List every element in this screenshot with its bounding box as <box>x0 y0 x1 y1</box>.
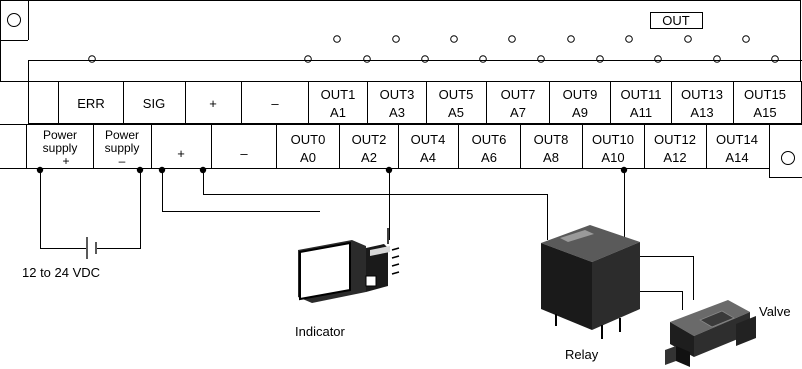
terminal-sublabel: A10 <box>601 150 624 165</box>
led-icon <box>654 55 662 63</box>
terminal-polarity: – <box>119 154 126 168</box>
terminal-sublabel: A3 <box>389 105 405 120</box>
valve-wire <box>636 256 694 300</box>
terminal-sublabel: A12 <box>663 150 686 165</box>
valve-icon <box>665 300 756 367</box>
terminal-sublabel: A11 <box>630 105 652 120</box>
valve-label: Valve <box>759 304 791 319</box>
led-icon <box>479 55 487 63</box>
relay-label: Relay <box>565 347 599 362</box>
led-icon <box>508 35 516 43</box>
terminal-sublabel: A14 <box>725 150 748 165</box>
wires <box>36 166 694 310</box>
led-icon <box>421 55 429 63</box>
led-icon <box>88 55 96 63</box>
terminal-sublabel: A13 <box>690 105 713 120</box>
supply-wire <box>97 170 141 249</box>
terminal-row-lower: Power supply + Power supply – + – OUT0 A… <box>0 124 802 178</box>
terminal-label: OUT9 <box>563 87 598 102</box>
terminal-sublabel: A5 <box>448 105 464 120</box>
valve-wire <box>620 291 683 310</box>
terminal-label: SIG <box>143 96 165 111</box>
terminal-label: OUT1 <box>321 87 356 102</box>
terminal-label: OUT7 <box>501 87 536 102</box>
led-icon <box>450 35 458 43</box>
terminal-label: + <box>209 96 217 111</box>
terminal-label: OUT10 <box>592 132 634 147</box>
terminal-sublabel: A8 <box>543 150 559 165</box>
terminal-sublabel: A6 <box>481 150 497 165</box>
led-icon <box>363 55 371 63</box>
terminal-label: OUT4 <box>411 132 446 147</box>
terminal-sublabel: A1 <box>330 105 346 120</box>
led-icon <box>304 55 312 63</box>
led-icon <box>713 55 721 63</box>
led-row-lower <box>88 55 779 63</box>
relay-wire <box>162 170 320 212</box>
mounting-hole-icon <box>7 13 21 27</box>
supply-wire <box>40 170 86 249</box>
terminal-label: + <box>177 146 185 161</box>
indicator-icon <box>298 228 400 303</box>
out-indicator-box <box>650 12 703 29</box>
terminal-polarity: + <box>62 154 69 168</box>
relay-wire <box>203 170 548 240</box>
terminal-label: OUT14 <box>716 132 758 147</box>
out-indicator-label: OUT <box>662 13 690 28</box>
terminal-sublabel: supply <box>105 141 140 155</box>
led-icon <box>596 55 604 63</box>
led-icon <box>567 35 575 43</box>
led-panel: OUT <box>0 0 802 82</box>
terminal-label: Power <box>43 128 77 142</box>
led-icon <box>742 35 750 43</box>
led-icon <box>684 35 692 43</box>
terminal-label: OUT12 <box>654 132 696 147</box>
terminal-label: OUT2 <box>352 132 387 147</box>
mounting-hole-icon <box>781 151 795 165</box>
terminal-label: OUT15 <box>744 87 786 102</box>
terminal-sublabel: A0 <box>300 150 316 165</box>
supply-voltage-label: 12 to 24 VDC <box>22 265 100 280</box>
indicator-label: Indicator <box>295 324 346 339</box>
terminal-label: Power <box>105 128 139 142</box>
terminal-label: OUT0 <box>291 132 326 147</box>
led-row-upper <box>333 35 750 43</box>
terminal-row-upper: ERR SIG + – OUT1 A1 OUT3 A3 OUT5 A5 OUT7… <box>28 81 802 124</box>
terminal-label: OUT5 <box>439 87 474 102</box>
led-icon <box>392 35 400 43</box>
terminal-label: – <box>240 146 248 161</box>
terminal-label: OUT6 <box>472 132 507 147</box>
terminal-sublabel: A15 <box>753 105 776 120</box>
terminal-label: OUT8 <box>534 132 569 147</box>
terminal-sublabel: A2 <box>361 150 377 165</box>
led-icon <box>625 35 633 43</box>
relay-icon <box>541 225 640 339</box>
terminal-label: OUT11 <box>621 87 662 102</box>
terminal-sublabel: A9 <box>572 105 588 120</box>
terminal-label: – <box>271 96 279 111</box>
terminal-sublabel: A7 <box>510 105 526 120</box>
led-icon <box>537 55 545 63</box>
led-icon <box>333 35 341 43</box>
terminal-label: ERR <box>77 96 104 111</box>
terminal-label: OUT3 <box>380 87 415 102</box>
terminal-label: OUT13 <box>681 87 723 102</box>
led-icon <box>771 55 779 63</box>
terminal-sublabel: A4 <box>420 150 436 165</box>
terminal-sublabel: supply <box>43 141 78 155</box>
